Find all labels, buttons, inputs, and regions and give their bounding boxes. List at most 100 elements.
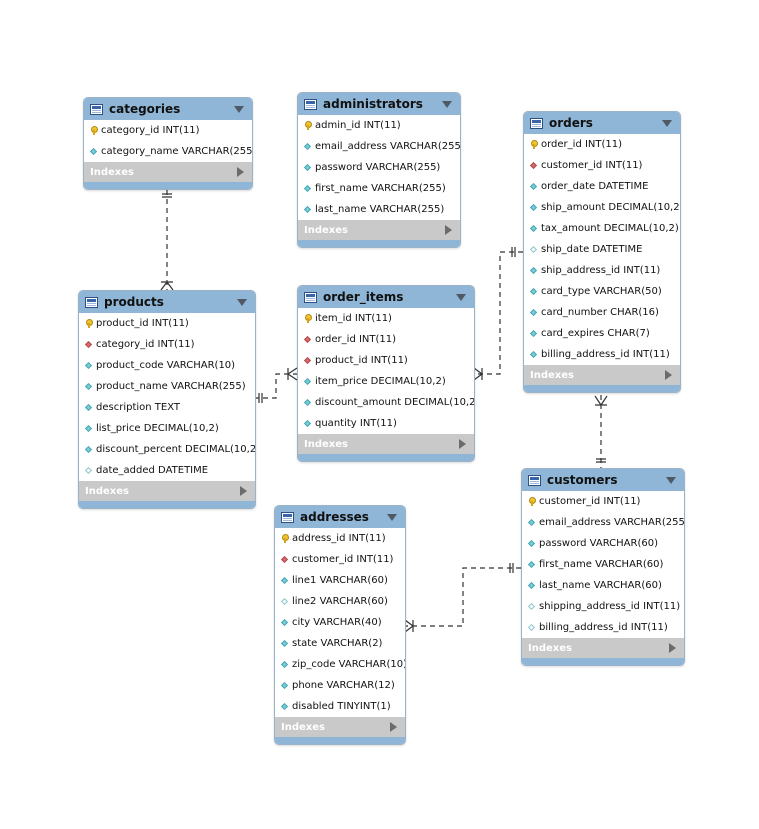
expand-arrow-icon[interactable]	[459, 439, 466, 449]
collapse-toggle-icon[interactable]	[387, 513, 397, 521]
collapse-toggle-icon[interactable]	[237, 298, 247, 306]
column-row[interactable]: customer_id INT(11)	[524, 155, 680, 176]
table-header[interactable]: customers	[522, 469, 684, 491]
expand-arrow-icon[interactable]	[445, 225, 452, 235]
expand-arrow-icon[interactable]	[237, 167, 244, 177]
indexes-bar[interactable]: Indexes	[275, 717, 405, 737]
collapse-toggle-icon[interactable]	[456, 293, 466, 301]
collapse-toggle-icon[interactable]	[662, 119, 672, 127]
expand-arrow-icon[interactable]	[669, 643, 676, 653]
indexes-bar[interactable]: Indexes	[79, 481, 255, 501]
indexes-bar[interactable]: Indexes	[84, 162, 252, 182]
column-row[interactable]: tax_amount DECIMAL(10,2)	[524, 218, 680, 239]
column-row[interactable]: card_number CHAR(16)	[524, 302, 680, 323]
table-footer	[522, 658, 684, 665]
table-title: administrators	[323, 97, 423, 111]
table-products[interactable]: products product_id INT(11) category_id …	[78, 290, 256, 509]
column-row[interactable]: card_expires CHAR(7)	[524, 323, 680, 344]
column-row[interactable]: date_added DATETIME	[79, 460, 255, 481]
column-row[interactable]: customer_id INT(11)	[275, 549, 405, 570]
column-row[interactable]: product_id INT(11)	[79, 313, 255, 334]
primary-key-icon	[84, 319, 93, 328]
column-row[interactable]: category_id INT(11)	[84, 120, 252, 141]
column-row[interactable]: order_id INT(11)	[524, 134, 680, 155]
column-row[interactable]: billing_address_id INT(11)	[522, 617, 684, 638]
column-row[interactable]: address_id INT(11)	[275, 528, 405, 549]
column-row[interactable]: first_name VARCHAR(255)	[298, 178, 460, 199]
column-row[interactable]: category_id INT(11)	[79, 334, 255, 355]
collapse-toggle-icon[interactable]	[666, 476, 676, 484]
table-header[interactable]: order_items	[298, 286, 474, 308]
column-label: password VARCHAR(255)	[315, 162, 441, 173]
column-row[interactable]: admin_id INT(11)	[298, 115, 460, 136]
column-row[interactable]: order_id INT(11)	[298, 329, 474, 350]
column-label: city VARCHAR(40)	[292, 617, 382, 628]
column-icon	[84, 382, 93, 391]
column-row[interactable]: password VARCHAR(60)	[522, 533, 684, 554]
table-icon	[528, 474, 541, 486]
column-icon	[529, 182, 538, 191]
column-row[interactable]: product_name VARCHAR(255)	[79, 376, 255, 397]
column-row[interactable]: password VARCHAR(255)	[298, 157, 460, 178]
column-row[interactable]: last_name VARCHAR(255)	[298, 199, 460, 220]
column-row[interactable]: city VARCHAR(40)	[275, 612, 405, 633]
column-row[interactable]: ship_amount DECIMAL(10,2)	[524, 197, 680, 218]
column-row[interactable]: order_date DATETIME	[524, 176, 680, 197]
column-row[interactable]: item_price DECIMAL(10,2)	[298, 371, 474, 392]
column-row[interactable]: customer_id INT(11)	[522, 491, 684, 512]
expand-arrow-icon[interactable]	[665, 370, 672, 380]
column-row[interactable]: product_code VARCHAR(10)	[79, 355, 255, 376]
table-administrators[interactable]: administrators admin_id INT(11) email_ad…	[297, 92, 461, 248]
column-icon	[303, 163, 312, 172]
column-row[interactable]: discount_percent DECIMAL(10,2)	[79, 439, 255, 460]
indexes-bar[interactable]: Indexes	[522, 638, 684, 658]
column-row[interactable]: phone VARCHAR(12)	[275, 675, 405, 696]
expand-arrow-icon[interactable]	[240, 486, 247, 496]
table-header[interactable]: categories	[84, 98, 252, 120]
expand-arrow-icon[interactable]	[390, 722, 397, 732]
column-label: customer_id INT(11)	[292, 554, 394, 565]
column-row[interactable]: description TEXT	[79, 397, 255, 418]
column-row[interactable]: zip_code VARCHAR(10)	[275, 654, 405, 675]
table-header[interactable]: administrators	[298, 93, 460, 115]
table-header[interactable]: orders	[524, 112, 680, 134]
column-row[interactable]: ship_date DATETIME	[524, 239, 680, 260]
table-header[interactable]: addresses	[275, 506, 405, 528]
column-row[interactable]: quantity INT(11)	[298, 413, 474, 434]
column-row[interactable]: billing_address_id INT(11)	[524, 344, 680, 365]
column-icon	[84, 445, 93, 454]
column-row[interactable]: shipping_address_id INT(11)	[522, 596, 684, 617]
collapse-toggle-icon[interactable]	[442, 100, 452, 108]
column-label: discount_percent DECIMAL(10,2)	[96, 444, 256, 455]
rel-customers-addresses	[404, 563, 521, 633]
table-addresses[interactable]: addresses address_id INT(11) customer_id…	[274, 505, 406, 745]
column-row[interactable]: product_id INT(11)	[298, 350, 474, 371]
column-row[interactable]: category_name VARCHAR(255)	[84, 141, 252, 162]
column-row[interactable]: discount_amount DECIMAL(10,2)	[298, 392, 474, 413]
column-row[interactable]: line2 VARCHAR(60)	[275, 591, 405, 612]
table-order_items[interactable]: order_items item_id INT(11) order_id INT…	[297, 285, 475, 462]
column-row[interactable]: disabled TINYINT(1)	[275, 696, 405, 717]
column-row[interactable]: ship_address_id INT(11)	[524, 260, 680, 281]
column-row[interactable]: list_price DECIMAL(10,2)	[79, 418, 255, 439]
column-row[interactable]: email_address VARCHAR(255)	[522, 512, 684, 533]
indexes-bar[interactable]: Indexes	[298, 220, 460, 240]
column-row[interactable]: email_address VARCHAR(255)	[298, 136, 460, 157]
table-header[interactable]: products	[79, 291, 255, 313]
column-label: password VARCHAR(60)	[539, 538, 658, 549]
collapse-toggle-icon[interactable]	[234, 105, 244, 113]
table-orders[interactable]: orders order_id INT(11) customer_id INT(…	[523, 111, 681, 393]
column-row[interactable]: item_id INT(11)	[298, 308, 474, 329]
column-row[interactable]: line1 VARCHAR(60)	[275, 570, 405, 591]
column-row[interactable]: last_name VARCHAR(60)	[522, 575, 684, 596]
table-icon	[304, 291, 317, 303]
table-customers[interactable]: customers customer_id INT(11) email_addr…	[521, 468, 685, 666]
indexes-bar[interactable]: Indexes	[524, 365, 680, 385]
indexes-bar[interactable]: Indexes	[298, 434, 474, 454]
table-categories[interactable]: categories category_id INT(11) category_…	[83, 97, 253, 190]
column-row[interactable]: state VARCHAR(2)	[275, 633, 405, 654]
column-label: billing_address_id INT(11)	[539, 622, 668, 633]
column-label: quantity INT(11)	[315, 418, 397, 429]
column-row[interactable]: card_type VARCHAR(50)	[524, 281, 680, 302]
column-row[interactable]: first_name VARCHAR(60)	[522, 554, 684, 575]
